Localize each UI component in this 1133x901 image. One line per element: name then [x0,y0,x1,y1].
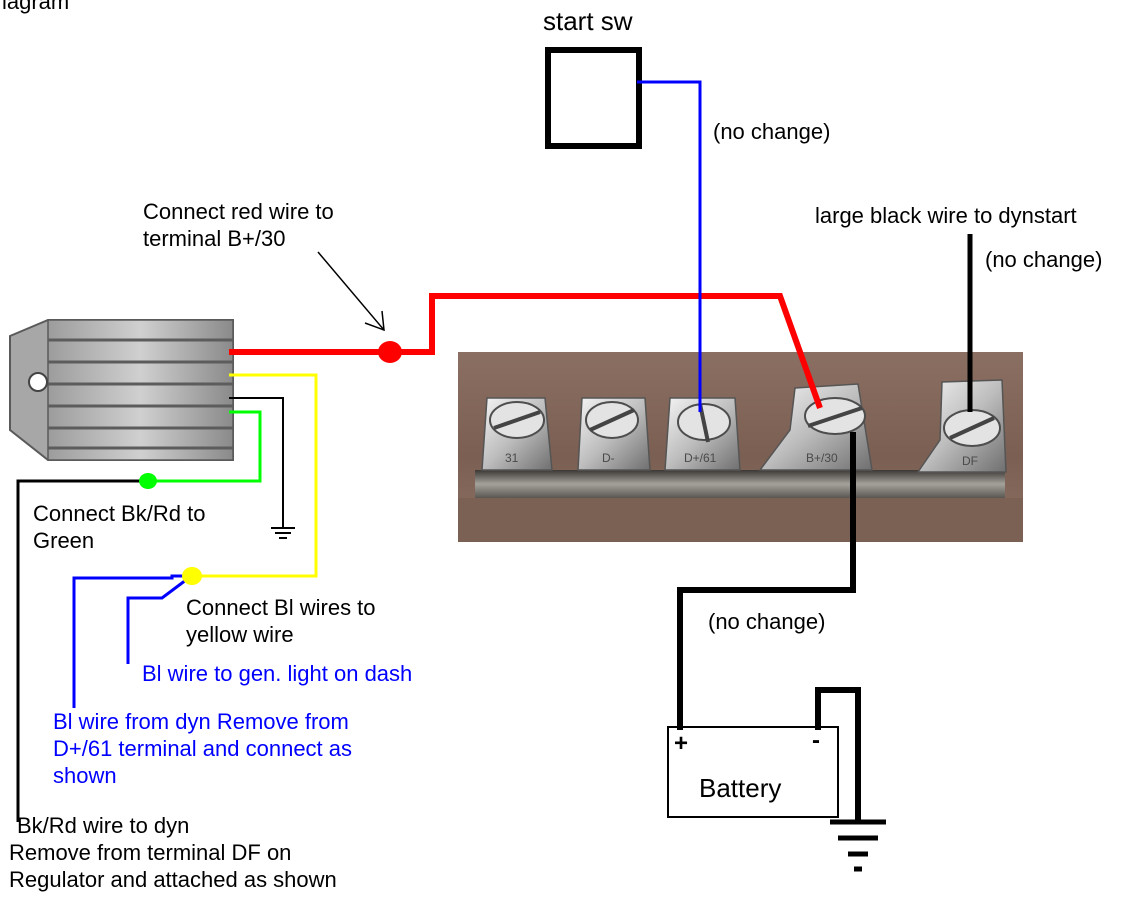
bl-yellow-note: Connect Bl wires to yellow wire [186,594,376,648]
bl-dyn-note-line-2: D+/61 terminal and connect as [53,736,353,761]
terminal-rail-shadow [458,498,1023,542]
bkrd-wire [16,479,147,822]
battery-label: Battery [699,773,782,803]
terminal-mark-31: 31 [505,451,519,465]
heading-fragment: iagram [2,0,70,14]
terminal-rail [475,470,1005,498]
bl-dyn-note: Bl wire from dyn Remove from D+/61 termi… [53,708,352,789]
battery-minus-sign: - [812,727,820,754]
start-switch-box [545,47,642,149]
battery-plus-sign: + [674,730,689,757]
bl-dyn-note-line-3: shown [53,763,117,788]
regulator-ground-wire [229,397,284,528]
terminal-mark-d-plus-61: D+/61 [684,451,717,465]
bkrd-green-note-line-1: Connect Bk/Rd to [33,501,206,526]
no-change-dynstart-label: (no change) [985,247,1103,272]
terminal-d-minus [577,397,651,471]
bl-yellow-note-line-2: yellow wire [186,622,294,647]
red-wire-note-line-2: terminal B+/30 [143,226,286,251]
terminal-mark-b-plus-30: B+/30 [806,451,838,465]
blue-gen-light-wire [126,578,187,664]
terminal-df [916,379,1007,473]
red-wire-note: Connect red wire to terminal B+/30 [143,198,334,252]
bkrd-dyn-note-line-3: Regulator and attached as shown [9,867,337,892]
yellow-wire [192,373,318,578]
terminal-31 [481,397,553,471]
bkrd-dyn-note: Bk/Rd wire to dyn Remove from terminal D… [9,812,337,893]
dynstart-note: large black wire to dynstart [815,203,1077,228]
terminal-mark-d-minus: D- [602,451,615,465]
gen-light-note: Bl wire to gen. light on dash [142,661,413,686]
no-change-battery-label: (no change) [708,609,826,634]
bkrd-green-note-line-2: Green [33,528,95,553]
regulator-mount-hole [28,372,48,392]
battery-negative-wire [815,687,861,820]
yellow-junction-dot [182,567,202,585]
green-wire [147,410,262,483]
battery-positive-wire [677,432,856,730]
green-junction-dot [139,473,157,489]
terminal-b-plus-30 [758,383,873,471]
no-change-start-label: (no change) [713,119,831,144]
bl-dyn-note-line-1: Bl wire from dyn Remove from [53,709,349,734]
bkrd-dyn-note-line-2: Remove from terminal DF on [9,840,292,865]
blue-dyn-wire [72,574,192,708]
bkrd-green-note: Connect Bk/Rd to Green [33,500,205,554]
terminal-block: 31 D- D+/61 B+/30 DF [458,352,1023,542]
red-wire [229,293,823,410]
blue-start-wire [637,80,702,412]
battery-box [667,726,839,818]
red-wire-arrow [317,251,385,332]
terminal-d-plus-61 [664,397,741,471]
bl-yellow-note-line-1: Connect Bl wires to [186,595,376,620]
battery-ground-symbol [830,819,886,872]
voltage-regulator [9,319,234,461]
red-junction-dot [378,341,402,363]
terminal-mark-df: DF [962,454,978,468]
regulator-ground-symbol [271,527,295,539]
red-wire-note-line-1: Connect red wire to [143,199,334,224]
start-switch-label: start sw [543,6,633,36]
bkrd-dyn-note-line-1: Bk/Rd wire to dyn [17,813,190,838]
wires [16,80,973,822]
